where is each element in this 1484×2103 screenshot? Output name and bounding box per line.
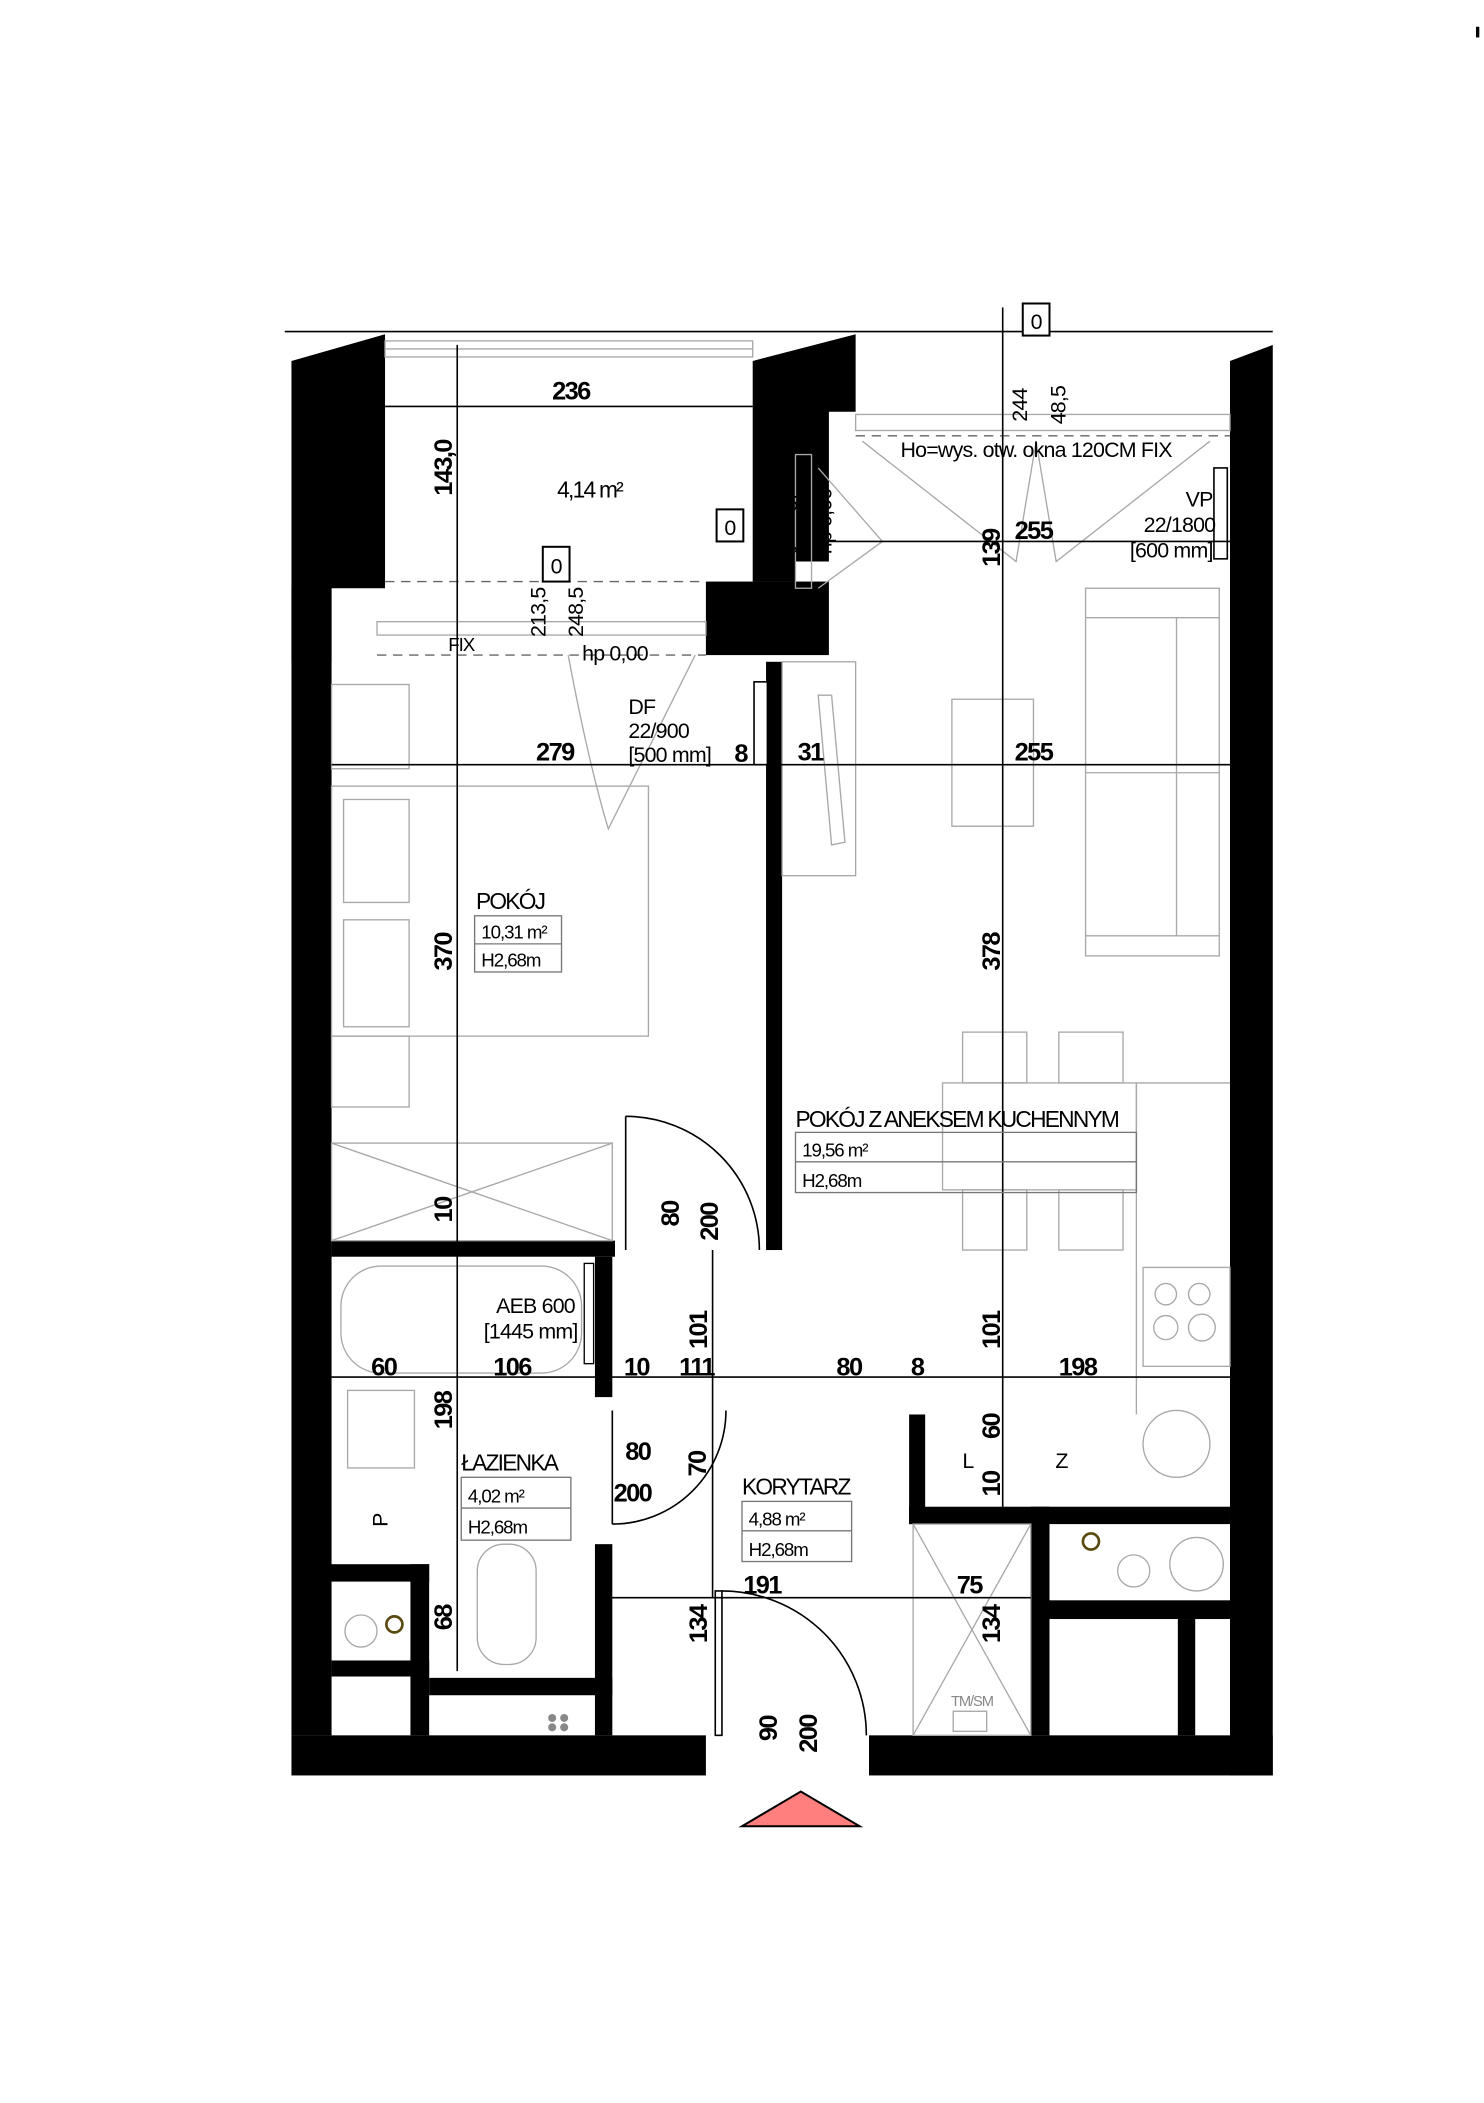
radiator-df-spec: 22/900 xyxy=(628,719,689,743)
dim-70: 70 xyxy=(684,1450,712,1477)
dim-134-a: 134 xyxy=(685,1604,713,1643)
dim-31: 31 xyxy=(798,739,825,767)
radiator-df-type: DF xyxy=(628,695,656,719)
opening-marker-side: 0 xyxy=(715,508,745,543)
dim-10-wardrobe: 10 xyxy=(430,1196,458,1223)
dim-75: 75 xyxy=(957,1572,984,1600)
dim-198-v: 198 xyxy=(430,1390,458,1429)
storage-p: P xyxy=(369,1513,393,1527)
dim-68: 68 xyxy=(430,1604,458,1631)
dim-191: 191 xyxy=(743,1572,782,1600)
meter-label: TM/SM xyxy=(951,1694,994,1710)
svg-text:0: 0 xyxy=(551,555,563,579)
svg-text:H2,68m: H2,68m xyxy=(802,1170,862,1191)
dim-60-v: 60 xyxy=(978,1413,1006,1440)
loggia-depth: 143,0 xyxy=(430,439,458,496)
dim-8-df: 8 xyxy=(734,740,748,768)
loggia-window-fix: FIX xyxy=(448,634,475,655)
radiator-vp-spec: 22/1800 xyxy=(1144,513,1217,537)
svg-text:4,88 m²: 4,88 m² xyxy=(749,1508,806,1529)
room-label-hall: KORYTARZ 4,88 m² H2,68m xyxy=(741,1474,853,1563)
room-label-living: POKÓJ Z ANEKSEM KUCHENNYM 19,56 m² H2,68… xyxy=(794,1106,1138,1194)
dim-134-b: 134 xyxy=(978,1604,1006,1643)
opening-marker-loggia: 0 xyxy=(541,545,571,583)
dim-378: 378 xyxy=(978,932,1006,971)
dim-111: 111 xyxy=(679,1354,715,1382)
svg-text:H2,68m: H2,68m xyxy=(468,1516,528,1537)
dim-101-a: 101 xyxy=(685,1310,713,1349)
svg-text:4,02 m²: 4,02 m² xyxy=(468,1486,525,1507)
top-window-485: 48,5 xyxy=(1047,386,1071,424)
dim-200-entry: 200 xyxy=(795,1714,823,1753)
dim-279: 279 xyxy=(536,739,575,767)
side-window-hp: hp 0,00 xyxy=(813,488,837,555)
dim-60: 60 xyxy=(371,1354,398,1382)
svg-text:19,56 m²: 19,56 m² xyxy=(802,1139,868,1160)
radiator-vp xyxy=(1213,467,1229,560)
dim-198: 198 xyxy=(1059,1354,1098,1382)
storage-z: Z xyxy=(1055,1449,1068,1473)
dim-255-mid: 255 xyxy=(1015,739,1054,767)
dim-90: 90 xyxy=(755,1715,783,1742)
radiator-aeb xyxy=(583,1262,595,1365)
dimension-lines xyxy=(331,307,1230,1672)
radiator-df-size: [500 mm] xyxy=(628,743,711,767)
radiator-aeb-type: AEB 600 xyxy=(496,1294,576,1318)
svg-text:KORYTARZ: KORYTARZ xyxy=(742,1474,852,1500)
radiator-vp-type: VP xyxy=(1186,488,1213,512)
room-label-bathroom: ŁAZIENKA 4,02 m² H2,68m xyxy=(460,1450,572,1541)
dim-200-bath: 200 xyxy=(614,1479,653,1507)
dim-106: 106 xyxy=(493,1354,532,1382)
radiator-vp-size: [600 mm] xyxy=(1130,539,1213,563)
doors xyxy=(611,1115,868,1737)
svg-text:POKÓJ Z ANEKSEM KUCHENNYM: POKÓJ Z ANEKSEM KUCHENNYM xyxy=(795,1106,1118,1132)
side-window-height: 248,5 xyxy=(759,530,808,554)
dim-8: 8 xyxy=(911,1354,925,1382)
opening-marker-top: 0 xyxy=(1021,302,1051,337)
loggia-width: 236 xyxy=(552,378,591,406)
dim-370: 370 xyxy=(430,932,458,971)
dim-101-b: 101 xyxy=(978,1310,1006,1349)
loggia-window-2135: 213,5 xyxy=(526,588,550,637)
storage-l: L xyxy=(962,1449,974,1473)
dim-200-door: 200 xyxy=(696,1202,724,1241)
side-window-sill: 87,5 xyxy=(759,492,797,516)
dim-80-door: 80 xyxy=(657,1200,685,1227)
dim-10-v: 10 xyxy=(978,1470,1006,1497)
dim-80-bath: 80 xyxy=(625,1438,652,1466)
entrance-arrow-icon xyxy=(738,1790,864,1828)
svg-text:0: 0 xyxy=(724,516,736,540)
corner-mark xyxy=(1475,26,1480,38)
loggia-window-hp: hp 0,00 xyxy=(582,641,649,665)
radiator-aeb-size: [1445 mm] xyxy=(484,1319,578,1343)
dim-255-top: 255 xyxy=(1015,517,1054,545)
svg-text:H2,68m: H2,68m xyxy=(749,1539,809,1560)
top-window-244: 244 xyxy=(1008,388,1032,422)
dim-139: 139 xyxy=(978,528,1006,567)
dim-10: 10 xyxy=(624,1354,651,1382)
svg-text:POKÓJ: POKÓJ xyxy=(476,888,545,914)
svg-text:0: 0 xyxy=(1031,310,1043,334)
room-label-pokoj: POKÓJ 10,31 m² H2,68m xyxy=(473,888,563,973)
svg-text:10,31 m²: 10,31 m² xyxy=(481,922,547,943)
top-window-note: Ho=wys. otw. okna 120CM FIX xyxy=(901,438,1173,462)
radiator-df xyxy=(753,681,769,766)
svg-text:H2,68m: H2,68m xyxy=(481,950,541,971)
walls xyxy=(291,334,1273,1776)
loggia-window-2485: 248,5 xyxy=(564,588,588,637)
dim-80: 80 xyxy=(836,1354,863,1382)
svg-text:ŁAZIENKA: ŁAZIENKA xyxy=(461,1450,560,1476)
loggia-area: 4,14 m² xyxy=(557,476,624,502)
furniture xyxy=(330,587,1231,1737)
